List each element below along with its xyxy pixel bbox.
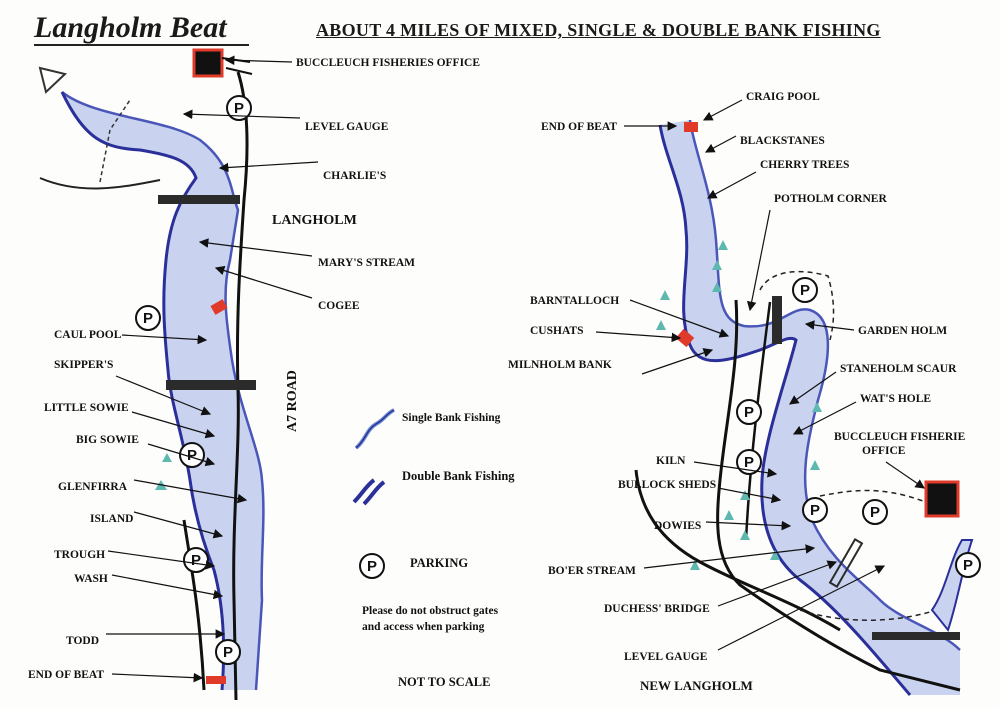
- label-bullock-sheds: BULLOCK SHEDS: [618, 479, 716, 491]
- label-glenfirra: GLENFIRRA: [58, 481, 128, 493]
- office-icon: [192, 48, 224, 78]
- bridge-langholm: [158, 195, 240, 204]
- parking-icon: [862, 499, 888, 525]
- label-trough: TROUGH: [54, 549, 105, 561]
- label-staneholm-scaur: STANEHOLM SCAUR: [840, 363, 957, 375]
- parking-icon: [215, 639, 241, 665]
- label-level-gauge-right: LEVEL GAUGE: [624, 651, 708, 663]
- legend-single-bank: Single Bank Fishing: [402, 412, 501, 424]
- river-esk-right: [660, 120, 960, 695]
- label-barntalloch: BARNTALLOCH: [530, 295, 619, 307]
- label-marys-stream: MARY'S STREAM: [318, 257, 415, 269]
- label-big-sowie: BIG SOWIE: [76, 434, 139, 446]
- label-langholm: LANGHOLM: [272, 213, 357, 228]
- label-todd: TODD: [66, 635, 99, 647]
- legend-parking: PARKING: [410, 556, 468, 570]
- label-cushats: CUSHATS: [530, 325, 583, 337]
- label-little-sowie: LITTLE SOWIE: [44, 402, 129, 414]
- not-to-scale-note: NOT TO SCALE: [398, 675, 490, 689]
- label-dowies: DOWIES: [654, 520, 701, 532]
- label-level-gauge: LEVEL GAUGE: [305, 121, 389, 133]
- marker-end-left: [206, 676, 226, 684]
- map-subtitle: ABOUT 4 MILES OF MIXED, SINGLE & DOUBLE …: [316, 20, 881, 40]
- road-a7: [232, 71, 249, 701]
- parking-icon: [802, 497, 828, 523]
- right-map: CRAIG POOL END OF BEAT BLACKSTANES CHERR…: [508, 91, 981, 696]
- road-right: [716, 299, 961, 692]
- parking-icon: [135, 305, 161, 331]
- label-blackstanes: BLACKSTANES: [740, 135, 825, 147]
- map-title: Langholm Beat: [34, 12, 249, 46]
- legend-note-line1: Please do not obstruct gates: [362, 605, 499, 617]
- legend: Single Bank Fishing Double Bank Fishing …: [352, 408, 515, 689]
- parking-icon: [736, 399, 762, 425]
- label-office-right-1: BUCCLEUCH FISHERIE: [834, 431, 966, 443]
- label-charlies: CHARLIE'S: [323, 170, 386, 182]
- label-potholm-corner: POTHOLM CORNER: [774, 193, 887, 205]
- left-map: BUCCLEUCH FISHERIES OFFICE LEVEL GAUGE C…: [28, 48, 480, 701]
- legend-double-bank: Double Bank Fishing: [402, 469, 515, 483]
- label-skippers: SKIPPER'S: [54, 359, 113, 371]
- label-milnholm-bank: MILNHOLM BANK: [508, 359, 612, 371]
- label-cherry-trees: CHERRY TREES: [760, 159, 849, 171]
- label-caul-pool: CAUL POOL: [54, 329, 122, 341]
- marker-end-right: [684, 122, 698, 132]
- bridge-caul: [166, 380, 256, 390]
- label-a7-road: A7 ROAD: [285, 370, 300, 432]
- bridge-potholm: [772, 296, 782, 344]
- marker-cogee: [210, 299, 228, 315]
- label-cogee: COGEE: [318, 300, 360, 312]
- label-duchess-bridge: DUCHESS' BRIDGE: [604, 603, 710, 615]
- label-kiln: KILN: [656, 455, 686, 467]
- parking-icon: [183, 547, 209, 573]
- label-wats-hole: WAT'S HOLE: [860, 393, 931, 405]
- label-wash: WASH: [74, 573, 108, 585]
- label-island: ISLAND: [90, 513, 133, 525]
- office-icon-right: [924, 480, 960, 518]
- parking-icon: [792, 277, 818, 303]
- parking-icon: [955, 552, 981, 578]
- river-esk-left: [62, 92, 264, 690]
- flow-arrow-icon: [38, 66, 68, 94]
- parking-icon: [359, 553, 385, 579]
- double-bank-icon: [352, 478, 386, 506]
- label-end-of-beat-left: END OF BEAT: [28, 669, 104, 681]
- label-office-right-2: OFFICE: [862, 445, 906, 457]
- label-craig-pool: CRAIG POOL: [746, 91, 820, 103]
- label-office: BUCCLEUCH FISHERIES OFFICE: [296, 57, 480, 69]
- label-garden-holm: GARDEN HOLM: [858, 325, 947, 337]
- legend-note-line2: and access when parking: [362, 621, 485, 633]
- label-new-langholm: NEW LANGHOLM: [640, 678, 753, 693]
- bridge-duchess: [828, 537, 864, 589]
- label-boer-stream: BO'ER STREAM: [548, 565, 636, 577]
- label-end-of-beat-right: END OF BEAT: [541, 121, 617, 133]
